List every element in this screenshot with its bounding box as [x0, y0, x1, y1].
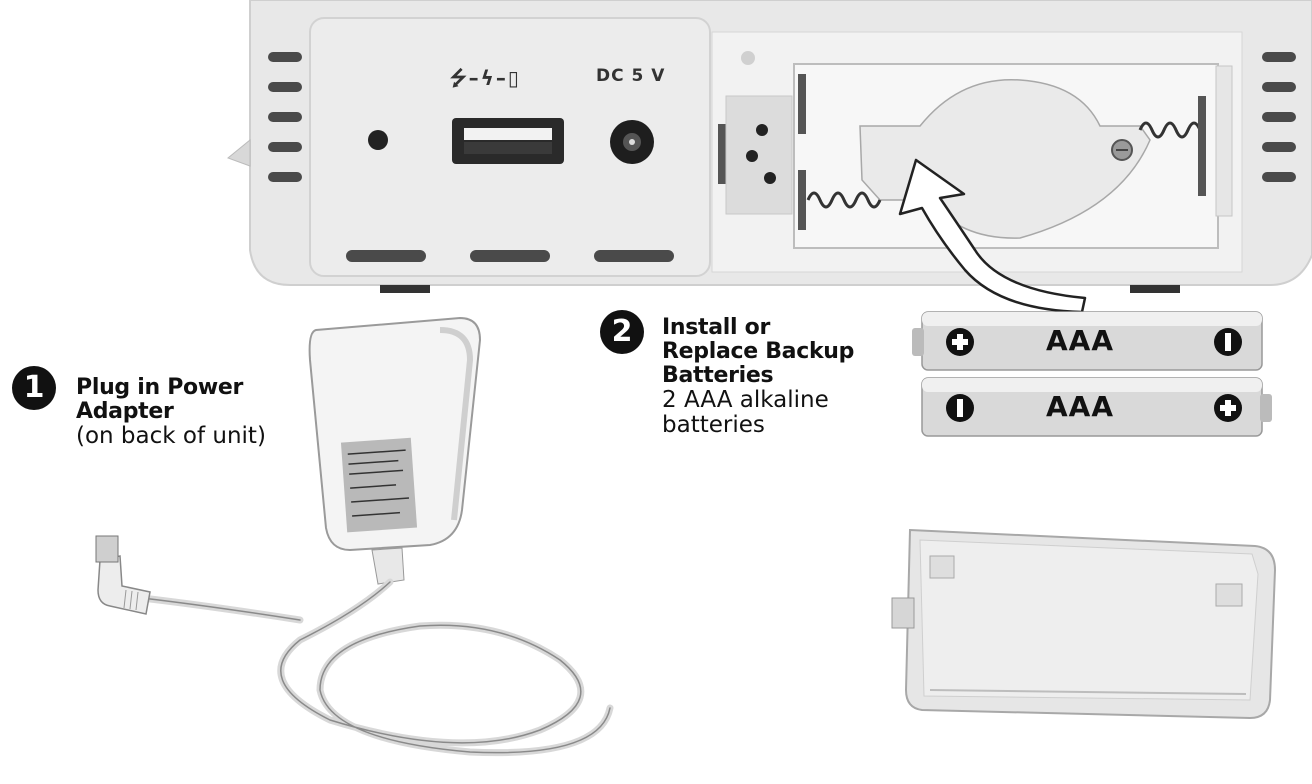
step-1-subtitle: (on back of unit) [76, 423, 266, 449]
dc-jack [610, 120, 654, 164]
reset-hole [368, 130, 388, 150]
step-1-text: Plug in Power Adapter (on back of unit) [76, 376, 266, 449]
battery-2 [921, 377, 1272, 437]
step-2-title-line3: Batteries [662, 363, 774, 388]
right-vents [1262, 52, 1296, 182]
usb-symbol-label: ⭍–ϟ–▯ [450, 66, 521, 90]
usb-port [452, 118, 564, 164]
battery-1 [912, 311, 1263, 371]
step-2-number: 2 [600, 310, 644, 354]
step-2-text: Install or Replace Backup Batteries 2 AA… [662, 316, 854, 438]
dc-label: DC 5 V [596, 66, 666, 86]
step-1-title-line2: Adapter [76, 399, 174, 424]
step-1-number: 1 [12, 366, 56, 410]
battery-2-label: AAA [1046, 390, 1115, 423]
step-2-detail-line1: 2 AAA alkaline [662, 387, 829, 413]
step-2-detail-line2: batteries [662, 412, 765, 438]
step-2-title-line2: Replace Backup [662, 339, 855, 364]
step-2-title-line1: Install or [662, 315, 771, 340]
battery-1-label: AAA [1046, 324, 1115, 357]
left-vents [268, 52, 302, 182]
step-1-title-line1: Plug in Power [76, 375, 244, 400]
